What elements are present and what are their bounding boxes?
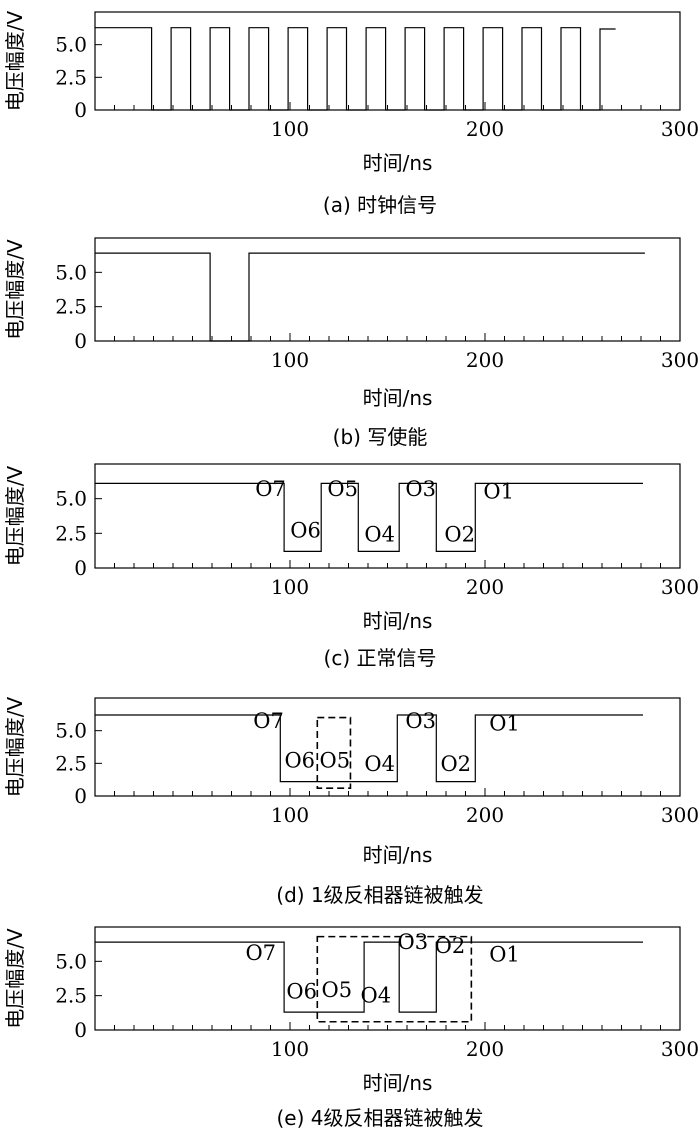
output-label-o3: O3 <box>405 709 436 733</box>
y-tick-label: 2.5 <box>55 521 87 545</box>
y-tick-label: 0 <box>74 784 87 808</box>
output-label-o3: O3 <box>405 477 436 501</box>
y-tick-label: 2.5 <box>55 984 87 1008</box>
chart-panel-1: 100 200 300 0 2.5 5.0 电压幅度/V 时间/ns (a) 时钟信号 <box>3 10 699 217</box>
y-tick-label: 2.5 <box>55 65 87 89</box>
panel-caption: (b) 写使能 <box>333 425 428 449</box>
y-tick-label: 5.0 <box>55 260 87 284</box>
y-axis-title: 电压幅度/V <box>3 10 27 111</box>
x-tick-label: 200 <box>466 803 504 827</box>
signal-line <box>95 482 643 552</box>
panel-caption: (a) 时钟信号 <box>323 193 437 217</box>
output-label-o4: O4 <box>364 523 395 547</box>
dashed-highlight-box <box>316 716 352 789</box>
signal-line <box>95 941 643 1013</box>
x-axis-title: 时间/ns <box>363 151 433 175</box>
x-tick-label: 300 <box>661 575 699 599</box>
output-label-o6: O6 <box>286 979 317 1003</box>
plot-frame <box>94 463 681 569</box>
output-label-o4: O4 <box>364 752 395 776</box>
y-axis-title: 电压幅度/V <box>3 465 27 566</box>
y-axis-title: 电压幅度/V <box>3 239 27 340</box>
dashed-highlight-box <box>316 935 473 1023</box>
output-label-o5: O5 <box>327 477 358 501</box>
x-tick-label: 200 <box>466 575 504 599</box>
output-label-o1: O1 <box>489 712 520 736</box>
x-axis-title: 时间/ns <box>363 1071 433 1095</box>
x-tick-label: 300 <box>661 348 699 372</box>
x-tick-label: 300 <box>661 117 699 141</box>
output-label-o2: O2 <box>444 523 475 547</box>
x-tick-label: 100 <box>271 575 309 599</box>
y-tick-label: 0 <box>74 556 87 580</box>
output-label-o2: O2 <box>435 934 466 958</box>
x-axis-title: 时间/ns <box>363 386 433 410</box>
y-tick-label: 5.0 <box>55 33 87 57</box>
x-tick-label: 200 <box>466 1037 504 1061</box>
signal-line <box>95 252 645 342</box>
x-tick-label: 300 <box>661 803 699 827</box>
output-label-o5: O5 <box>320 748 351 772</box>
chart-panel-2: 100 200 300 0 2.5 5.0 电压幅度/V 时间/ns (b) 写使能 <box>3 237 699 449</box>
x-tick-label: 100 <box>271 348 309 372</box>
x-tick-label: 300 <box>661 1037 699 1061</box>
y-tick-label: 0 <box>74 1018 87 1042</box>
y-tick-label: 0 <box>74 329 87 353</box>
y-tick-label: 5.0 <box>55 949 87 973</box>
output-label-o4: O4 <box>361 984 392 1008</box>
x-tick-label: 200 <box>466 117 504 141</box>
y-axis-title: 电压幅度/V <box>3 696 27 797</box>
y-tick-label: 2.5 <box>55 751 87 775</box>
output-label-o6: O6 <box>290 518 321 542</box>
output-label-o1: O1 <box>483 480 514 504</box>
y-tick-label: 5.0 <box>55 487 87 511</box>
panel-caption: (d) 1级反相器链被触发 <box>276 883 483 907</box>
signal-line <box>95 714 643 783</box>
panel-caption: (e) 4级反相器链被触发 <box>277 1106 484 1130</box>
y-tick-label: 2.5 <box>55 295 87 319</box>
output-label-o6: O6 <box>284 748 315 772</box>
signal-line <box>95 27 616 111</box>
x-tick-label: 200 <box>466 348 504 372</box>
y-tick-label: 5.0 <box>55 719 87 743</box>
x-axis-title: 时间/ns <box>363 609 433 633</box>
output-label-o1: O1 <box>489 942 520 966</box>
x-axis-title: 时间/ns <box>363 843 433 867</box>
output-label-o7: O7 <box>255 477 286 501</box>
panel-caption: (c) 正常信号 <box>324 646 437 670</box>
x-tick-label: 100 <box>271 803 309 827</box>
output-label-o2: O2 <box>440 752 471 776</box>
output-label-o7: O7 <box>253 709 284 733</box>
output-label-o3: O3 <box>398 930 429 954</box>
plot-frame <box>94 11 681 111</box>
output-label-o5: O5 <box>322 978 353 1002</box>
y-axis-title: 电压幅度/V <box>3 928 27 1029</box>
output-label-o7: O7 <box>245 941 276 965</box>
x-tick-label: 100 <box>271 117 309 141</box>
x-tick-label: 100 <box>271 1037 309 1061</box>
y-tick-label: 0 <box>74 98 87 122</box>
